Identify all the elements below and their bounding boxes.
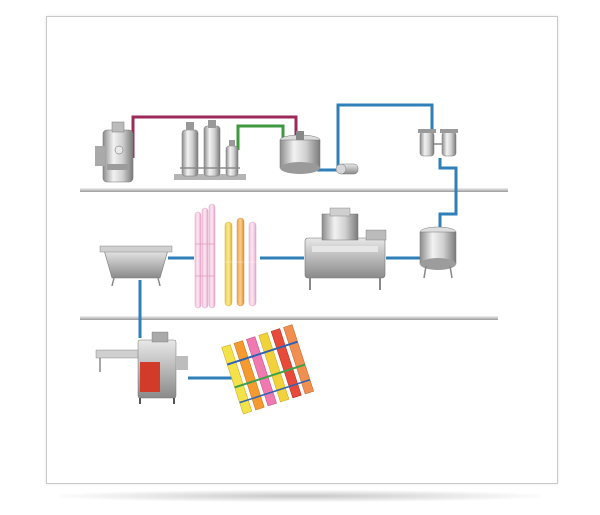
shelf-top bbox=[80, 188, 508, 192]
mixing-tank bbox=[279, 131, 321, 174]
packing-machine bbox=[95, 331, 188, 404]
shelf-middle bbox=[80, 316, 498, 320]
filling-sealing-machine bbox=[304, 207, 387, 290]
pipe-blue-1 bbox=[317, 103, 434, 172]
frame-shadow bbox=[60, 490, 540, 502]
water-treatment-system bbox=[174, 120, 246, 180]
storage-tank bbox=[419, 226, 457, 279]
pipe-blue-2 bbox=[438, 158, 458, 228]
boiler bbox=[95, 121, 134, 183]
cooling-tank bbox=[99, 245, 173, 287]
pipe-green bbox=[236, 124, 285, 150]
filled-tubes bbox=[194, 203, 257, 309]
transfer-pump bbox=[335, 163, 359, 175]
packaged-ice-pops bbox=[221, 324, 315, 415]
filters bbox=[418, 129, 458, 157]
